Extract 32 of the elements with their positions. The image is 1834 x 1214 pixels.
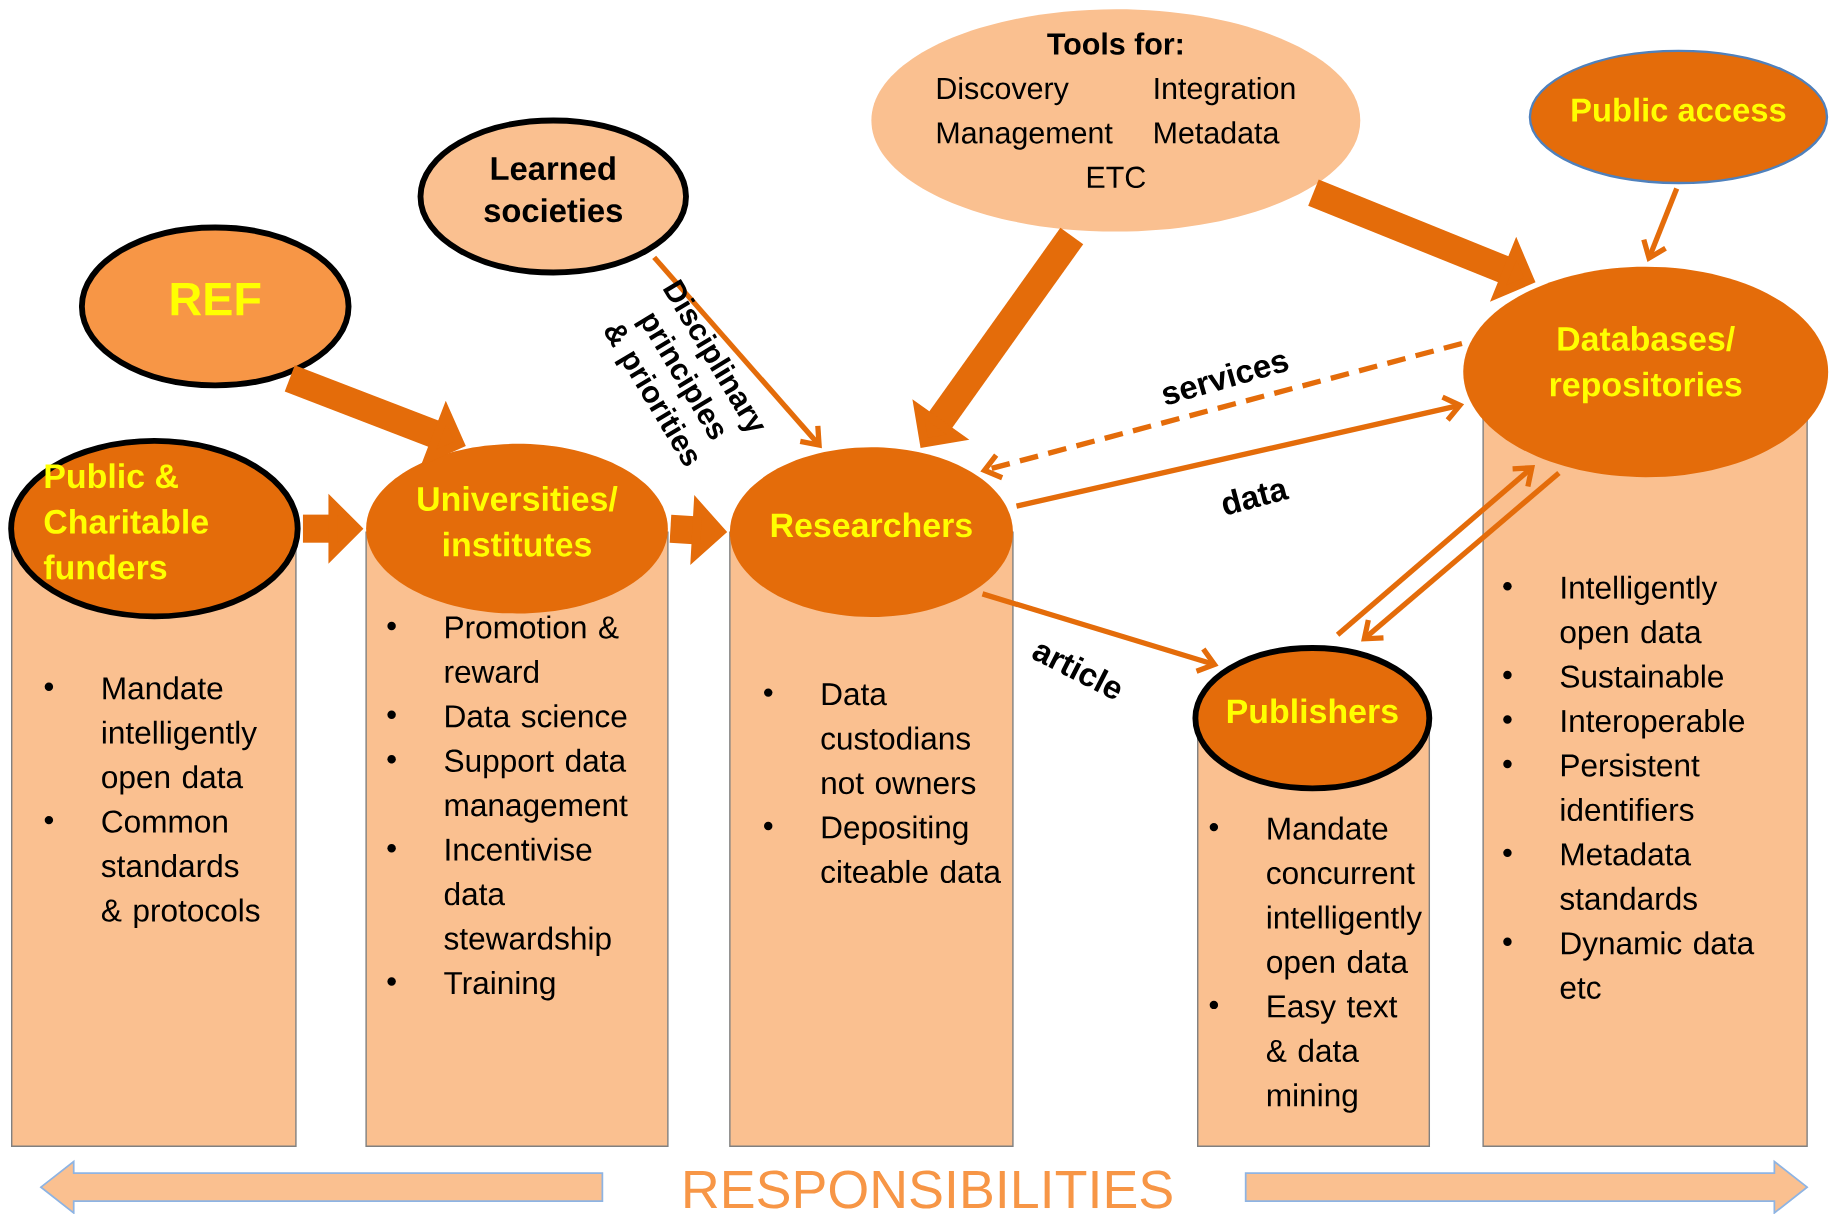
edge-label: services — [1162, 354, 1289, 405]
bullet-item: Sustainable — [1503, 664, 1723, 688]
bullet-item: Incentivise data stewardship — [387, 837, 611, 956]
bullet-item: Common standards & protocols — [44, 810, 260, 928]
bullet-item: Support data management — [387, 748, 628, 823]
bullet-item: Mandate concurrent intelligently open data — [1209, 816, 1422, 980]
bullet-item: Dynamic data etc — [1503, 931, 1755, 999]
bullet-item: Mandate intelligently open data — [44, 676, 257, 795]
arrow — [1641, 187, 1680, 263]
bullet-item: Data custodians not owners — [764, 683, 976, 795]
bullet-item: Easy text & data mining — [1209, 995, 1398, 1113]
ellipse-node: Tools for: Discovery Integration Management Metadata ETC — [871, 9, 1361, 232]
arrow — [1015, 394, 1465, 509]
bullet-item: Intelligently open data — [1503, 575, 1718, 650]
banner-text: RESPONSIBILITIES — [685, 1170, 1172, 1209]
arrow — [652, 255, 822, 449]
bullet-item: Metadata standards — [1503, 842, 1697, 910]
bullet-item: Training — [387, 971, 555, 1001]
ellipse-node: Learned societies — [417, 117, 689, 276]
bullet-item: Promotion & reward — [387, 615, 619, 684]
ellipse-node: Public access — [1528, 49, 1829, 185]
bullet-item: Depositing citeable data — [764, 815, 1001, 884]
edge-label: data — [1222, 483, 1290, 515]
bullet-item: Interoperable — [1503, 709, 1745, 739]
bullet-item: Persistent identifiers — [1503, 753, 1700, 822]
arrow — [1361, 470, 1561, 642]
edge-label: article — [1032, 644, 1121, 699]
ellipse-node: REF — [78, 224, 352, 389]
arrow — [1335, 464, 1536, 637]
arrow — [981, 591, 1219, 674]
arrow — [980, 340, 1463, 481]
bullet-item: Data science — [387, 704, 627, 728]
